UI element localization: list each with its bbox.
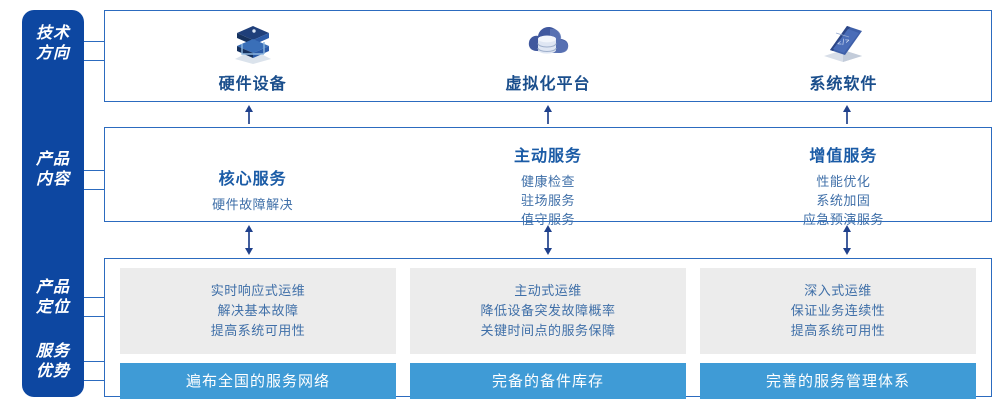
content-column-core: 核心服务 硬件故障解决 [105, 128, 400, 221]
position-line: 保证业务连续性 [790, 303, 886, 318]
arrow-up-virtualization [541, 105, 555, 124]
category-rail [22, 10, 84, 397]
position-line: 提高系统可用性 [210, 323, 306, 338]
advantage-bar-service-network[interactable]: 遍布全国的服务网络 [120, 363, 396, 399]
rail-label-product-content: 产品 内容 [35, 151, 70, 188]
content-item: 应急预演服务 [802, 212, 884, 227]
content-column-value-added: 增值服务 性能优化 系统加固 应急预演服务 [696, 128, 991, 227]
content-item: 性能优化 [816, 174, 871, 189]
position-card: 主动式运维 降低设备突发故障概率 关键时间点的服务保障 [410, 268, 686, 354]
position-advantage-panel: 实时响应式运维 解决基本故障 提高系统可用性 遍布全国的服务网络 主动式运维 降… [104, 258, 992, 399]
position-line: 深入式运维 [804, 283, 872, 298]
position-line: 解决基本故障 [217, 303, 299, 318]
connector-stub-position-bottom [84, 316, 106, 317]
tech-label-system-software: 系统软件 [809, 76, 878, 93]
position-card: 实时响应式运维 解决基本故障 提高系统可用性 [120, 268, 396, 354]
tech-label-hardware: 硬件设备 [218, 76, 287, 93]
product-content-panel: 核心服务 硬件故障解决 主动服务 健康检查 驻场服务 值守服务 增值服务 性能优… [104, 127, 992, 227]
content-item: 值守服务 [520, 212, 575, 227]
connector-stub-content-top [84, 170, 106, 171]
arrow-bidirectional-value-added [840, 225, 854, 255]
content-item: 驻场服务 [520, 193, 575, 208]
tech-item-hardware[interactable]: 硬件设备 [105, 11, 400, 101]
svg-text:</>: </> [836, 36, 851, 48]
bottom-column-realtime: 实时响应式运维 解决基本故障 提高系统可用性 遍布全国的服务网络 [113, 268, 403, 399]
content-column-proactive: 主动服务 健康检查 驻场服务 值守服务 [400, 128, 695, 227]
server-stack-icon [224, 20, 282, 66]
connector-stub-position-top [84, 297, 106, 298]
arrow-up-system-software [840, 105, 854, 124]
rail-label-tech-direction: 技术 方向 [35, 25, 70, 62]
arrow-双-core [242, 225, 256, 255]
connector-stub-tech-top [84, 41, 106, 42]
tech-item-system-software[interactable]: </> 系统软件 [696, 11, 991, 101]
position-line: 主动式运维 [514, 283, 582, 298]
connector-stub-advantage-top [84, 361, 106, 362]
connector-stub-content-bottom [84, 189, 106, 190]
position-card: 深入式运维 保证业务连续性 提高系统可用性 [700, 268, 976, 354]
bottom-column-proactive: 主动式运维 降低设备突发故障概率 关键时间点的服务保障 完备的备件库存 [403, 268, 693, 399]
content-title-value-added: 增值服务 [809, 148, 878, 165]
laptop-code-icon: </> [814, 20, 872, 66]
advantage-bar-management-system[interactable]: 完善的服务管理体系 [700, 363, 976, 399]
position-line: 关键时间点的服务保障 [480, 323, 616, 338]
position-line: 降低设备突发故障概率 [480, 303, 616, 318]
tech-label-virtualization: 虚拟化平台 [505, 76, 591, 93]
content-title-core: 核心服务 [218, 171, 287, 188]
bottom-column-deep: 深入式运维 保证业务连续性 提高系统可用性 完善的服务管理体系 [693, 268, 983, 399]
content-title-proactive: 主动服务 [513, 148, 582, 165]
rail-label-service-advantage: 服务 优势 [35, 343, 70, 380]
tech-item-virtualization[interactable]: 虚拟化平台 [400, 11, 695, 101]
arrow-up-hardware [242, 105, 256, 124]
position-line: 实时响应式运维 [210, 283, 306, 298]
content-item: 系统加固 [816, 193, 871, 208]
rail-label-product-position: 产品 定位 [35, 279, 70, 316]
position-line: 提高系统可用性 [790, 323, 886, 338]
cloud-database-icon [519, 20, 577, 66]
connector-stub-advantage-bottom [84, 380, 106, 381]
content-item: 硬件故障解决 [212, 197, 294, 212]
connector-stub-tech-bottom [84, 60, 106, 61]
content-item: 健康检查 [520, 174, 575, 189]
arrow-bidirectional-proactive [541, 225, 555, 255]
advantage-bar-spare-parts[interactable]: 完备的备件库存 [410, 363, 686, 399]
tech-direction-panel: 硬件设备 虚拟化平台 [104, 10, 992, 102]
